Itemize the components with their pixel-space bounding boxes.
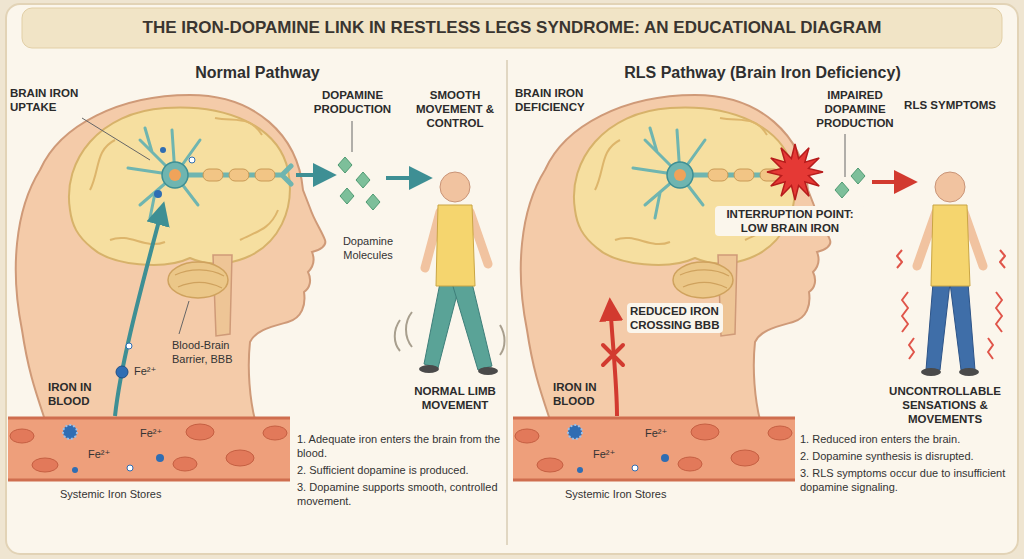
frame (6, 4, 1018, 554)
iron-particle (126, 343, 132, 349)
dopamine-molecule (835, 182, 849, 198)
callout-label: SMOOTH MOVEMENT & CONTROL (405, 88, 505, 130)
iron-particle (116, 366, 128, 378)
callout-label: REDUCED IRON CROSSING BBB (627, 303, 723, 333)
motion-lines (395, 312, 505, 355)
part-label: Systemic Iron Stores (565, 487, 695, 501)
block-cross (603, 345, 623, 365)
step-note: 1. Reduced iron enters the brain. (800, 432, 1012, 446)
head-illustration (8, 95, 325, 480)
dopamine-molecule (356, 172, 370, 188)
leg (926, 283, 950, 370)
callout-label: INTERRUPTION POINT: LOW BRAIN IRON (715, 206, 865, 236)
head-illustration (513, 95, 830, 480)
leader-line (352, 121, 353, 152)
step-note: 2. Dopamine synthesis is disrupted. (800, 449, 1012, 463)
diagram-title: THE IRON-DOPAMINE LINK IN RESTLESS LEGS … (143, 8, 882, 48)
leg (950, 283, 975, 370)
step-note: 3. RLS symptoms occur due to insufficien… (800, 466, 1012, 494)
shoe (959, 368, 979, 376)
signal-arrow (872, 180, 913, 184)
pathway-panel: Normal Pathway (8, 58, 507, 550)
step-note: 3. Dopamine supports smooth, controlled … (297, 480, 505, 508)
torso (931, 205, 970, 286)
part-label: Blood-Brain Barrier, BBB (172, 338, 250, 366)
shoe (921, 368, 941, 376)
leg (452, 283, 492, 370)
panel-heading: Normal Pathway (8, 64, 507, 82)
dopamine-molecule (366, 194, 380, 210)
shoe (478, 367, 498, 375)
signal-arrow (386, 176, 428, 180)
shoe (419, 365, 439, 373)
ion-label: Fe²⁺ (593, 447, 625, 461)
title-band (22, 8, 1002, 48)
signal-arrow (296, 173, 332, 177)
dopamine-molecule (340, 188, 354, 204)
step-note: 1. Adequate iron enters the brain from t… (297, 432, 505, 460)
callout-label: UNCONTROLLABLE SENSATIONS & MOVEMENTS (878, 384, 1012, 426)
dopamine-molecule (851, 168, 865, 184)
iron-particle (160, 147, 166, 153)
iron-particle (189, 157, 195, 163)
iron-uptake-arrow (115, 206, 163, 416)
part-label: Dopamine Molecules (328, 234, 408, 262)
ion-label: Fe²⁺ (645, 426, 677, 440)
iron-particle (154, 190, 162, 198)
step-note: 2. Sufficient dopamine is produced. (297, 463, 505, 477)
callout-label: RLS SYMPTOMS (895, 98, 1005, 112)
panel-heading: RLS Pathway (Brain Iron Deficiency) (507, 64, 1018, 82)
ion-label: Fe²⁺ (88, 447, 120, 461)
person-head (440, 172, 470, 202)
interruption-burst (767, 144, 823, 200)
leader-line (82, 118, 150, 160)
torso (436, 205, 475, 286)
leader-line (845, 134, 846, 177)
callout-label: DOPAMINE PRODUCTION (305, 88, 400, 116)
sensation-squiggles (897, 250, 1005, 359)
callout-label: NORMAL LIMB MOVEMENT (405, 384, 505, 412)
ion-label: Fe²⁺ (134, 364, 166, 378)
callout-label: IRON IN BLOOD (48, 380, 110, 408)
callout-label: IMPAIRED DOPAMINE PRODUCTION (805, 88, 905, 130)
ion-label: Fe²⁺ (140, 426, 172, 440)
callout-label: BRAIN IRON DEFICIENCY (515, 86, 610, 114)
person-head (935, 172, 965, 202)
leg (424, 283, 460, 368)
part-label: Systemic Iron Stores (60, 487, 190, 501)
dopamine-molecule (338, 157, 352, 173)
panel-divider (506, 60, 508, 545)
leader-line (179, 301, 189, 334)
callout-label: BRAIN IRON UPTAKE (10, 86, 100, 114)
callout-label: IRON IN BLOOD (553, 380, 615, 408)
